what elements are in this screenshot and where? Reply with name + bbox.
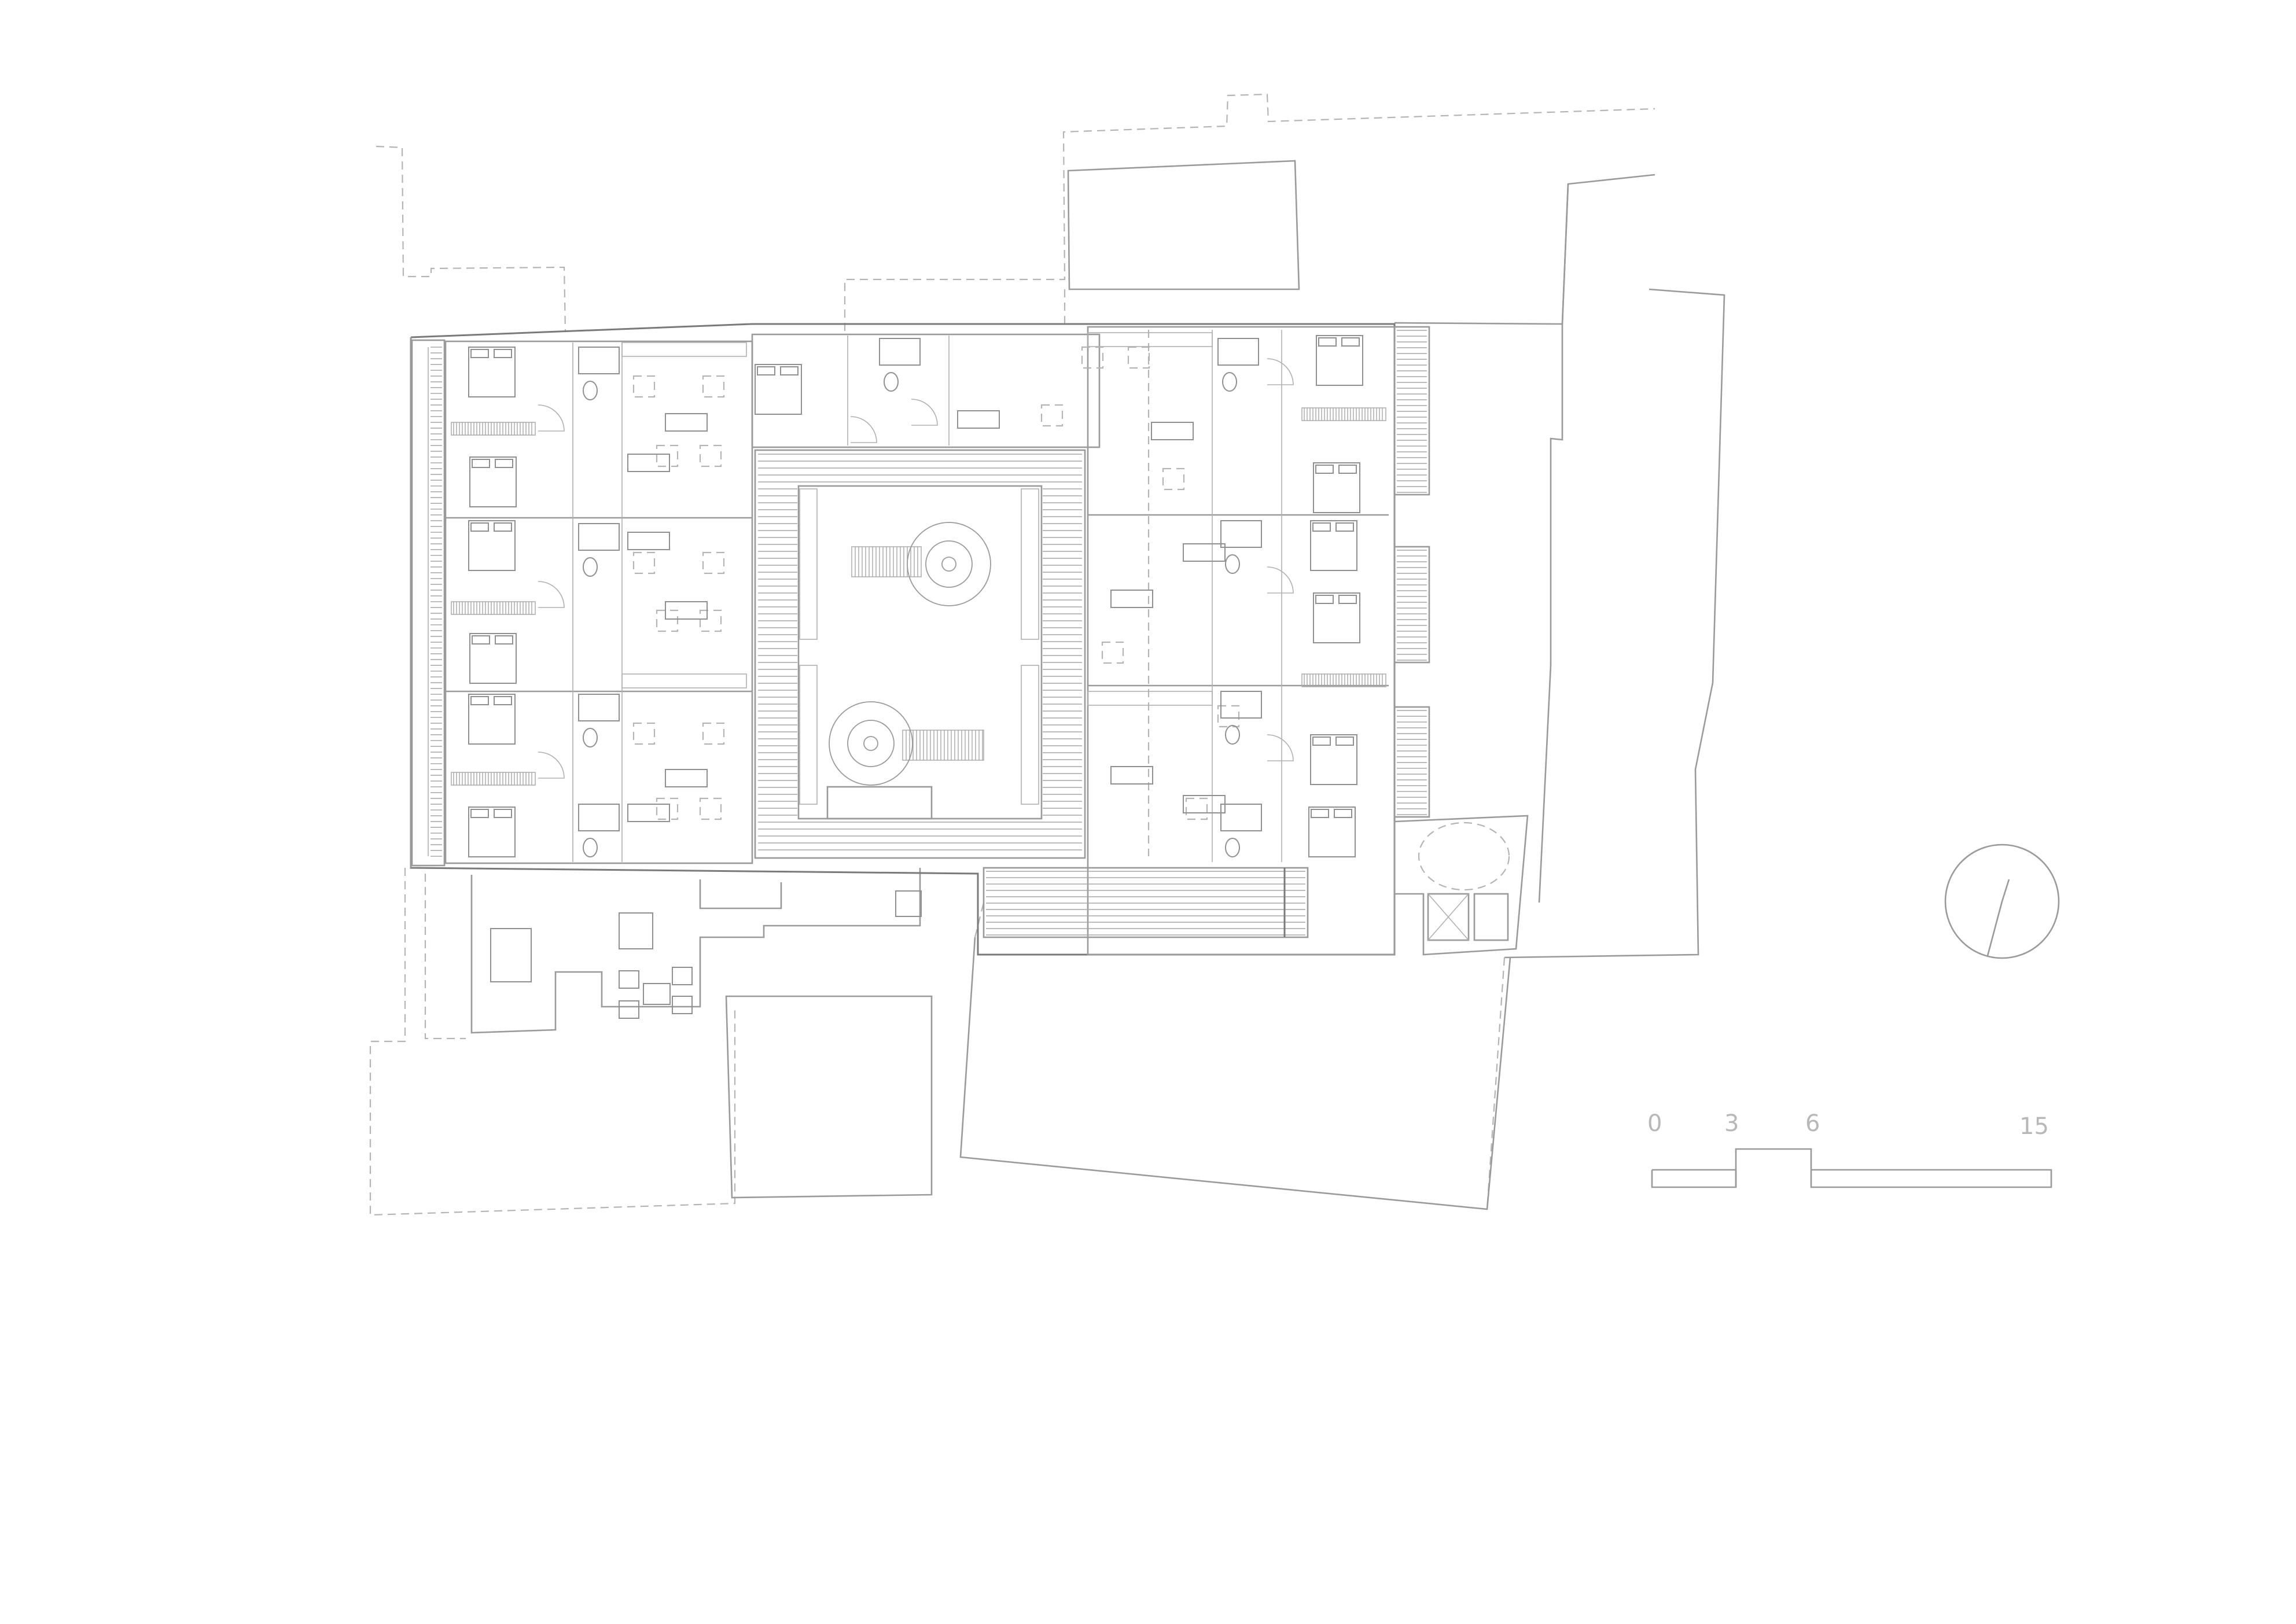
door-swing [911, 399, 938, 426]
table-icon [632, 375, 656, 398]
bed-icon [1308, 807, 1356, 857]
table-icon [1217, 705, 1240, 728]
bed-icon [1313, 592, 1360, 643]
toilet-icon [1225, 554, 1240, 574]
bed-icon [469, 456, 517, 507]
kitchen-counter [621, 342, 747, 357]
scale-bar: 0 3 6 15 [1647, 1110, 2052, 1188]
table-icon [1127, 346, 1150, 369]
toilet-icon [583, 381, 598, 400]
wardrobe [1301, 407, 1386, 421]
building-outline [410, 323, 1430, 956]
bed-icon [469, 633, 517, 684]
wardrobe [451, 772, 536, 786]
table-icon [1185, 797, 1208, 820]
bathtub-icon [1220, 691, 1262, 719]
table-icon [632, 551, 656, 575]
door-swing [850, 416, 877, 443]
tree-icon [907, 522, 991, 606]
table-icon [1101, 641, 1124, 664]
sofa-icon [627, 532, 670, 550]
table-icon [702, 375, 725, 398]
wardrobe [451, 422, 536, 436]
sofa-icon [1110, 766, 1153, 785]
central-courtyard [754, 449, 1086, 859]
table-icon [656, 444, 679, 467]
toilet-icon [583, 557, 598, 577]
sofa-icon [957, 410, 1000, 429]
table-icon [1081, 346, 1104, 369]
bathtub-icon [879, 338, 921, 366]
door-swing [538, 752, 565, 779]
north-arrow-icon [1944, 844, 2060, 959]
bed-icon [468, 807, 516, 857]
wardrobe [1301, 673, 1386, 687]
toilet-icon [1225, 725, 1240, 745]
kitchen-counter [1087, 691, 1213, 706]
toilet-icon [1222, 372, 1237, 392]
sofa-icon [627, 804, 670, 822]
sofa-icon [665, 769, 708, 787]
door-swing [1267, 734, 1294, 761]
table-icon [656, 797, 679, 820]
toilet-icon [583, 838, 598, 857]
sofa-icon [1183, 543, 1226, 562]
table-icon [632, 722, 656, 745]
bed-icon [755, 364, 802, 415]
sofa-icon [1151, 422, 1194, 440]
bed-icon [468, 520, 516, 571]
table-icon [1040, 404, 1064, 427]
courtyard-decking [758, 454, 1082, 850]
sofa-icon [627, 454, 670, 472]
sofa-icon [665, 601, 708, 620]
table-icon [699, 797, 722, 820]
table-icon [699, 609, 722, 632]
toilet-icon [583, 728, 598, 747]
scale-label-15: 15 [2019, 1113, 2049, 1140]
scale-label-6: 6 [1805, 1110, 1820, 1137]
wardrobe [451, 601, 536, 615]
bathtub-icon [578, 694, 620, 721]
bed-icon [1313, 462, 1360, 513]
bench [902, 730, 984, 761]
kitchen-counter [621, 673, 747, 688]
bathtub-icon [578, 347, 620, 374]
sofa-icon [1110, 590, 1153, 608]
south-access [983, 815, 1529, 956]
bed-icon [1310, 734, 1357, 785]
door-swing [538, 581, 565, 608]
table-icon [656, 609, 679, 632]
bathtub-icon [1220, 520, 1262, 548]
table-icon [699, 444, 722, 467]
bathtub-icon [1220, 804, 1262, 831]
sofa-icon [665, 413, 708, 432]
kitchen-counter [1087, 332, 1213, 347]
bathtub-icon [1217, 338, 1259, 366]
bathtub-icon [578, 804, 620, 831]
bathtub-icon [578, 523, 620, 551]
door-swing [1267, 566, 1294, 594]
table-icon [1162, 467, 1185, 491]
table-icon [702, 722, 725, 745]
toilet-icon [1225, 838, 1240, 857]
bed-icon [1310, 520, 1357, 571]
site-context [369, 93, 1725, 1216]
table-icon [702, 551, 725, 575]
door-swing [538, 404, 565, 432]
bed-icon [468, 347, 516, 397]
tree-icon [829, 701, 913, 786]
scale-label-3: 3 [1724, 1110, 1739, 1137]
toilet-icon [884, 372, 899, 392]
scale-label-0: 0 [1647, 1110, 1662, 1137]
courtyard-benches [851, 546, 984, 761]
bed-icon [1316, 335, 1363, 386]
door-swing [1267, 358, 1294, 385]
bed-icon [468, 694, 516, 745]
furniture-layer [430, 330, 1427, 857]
